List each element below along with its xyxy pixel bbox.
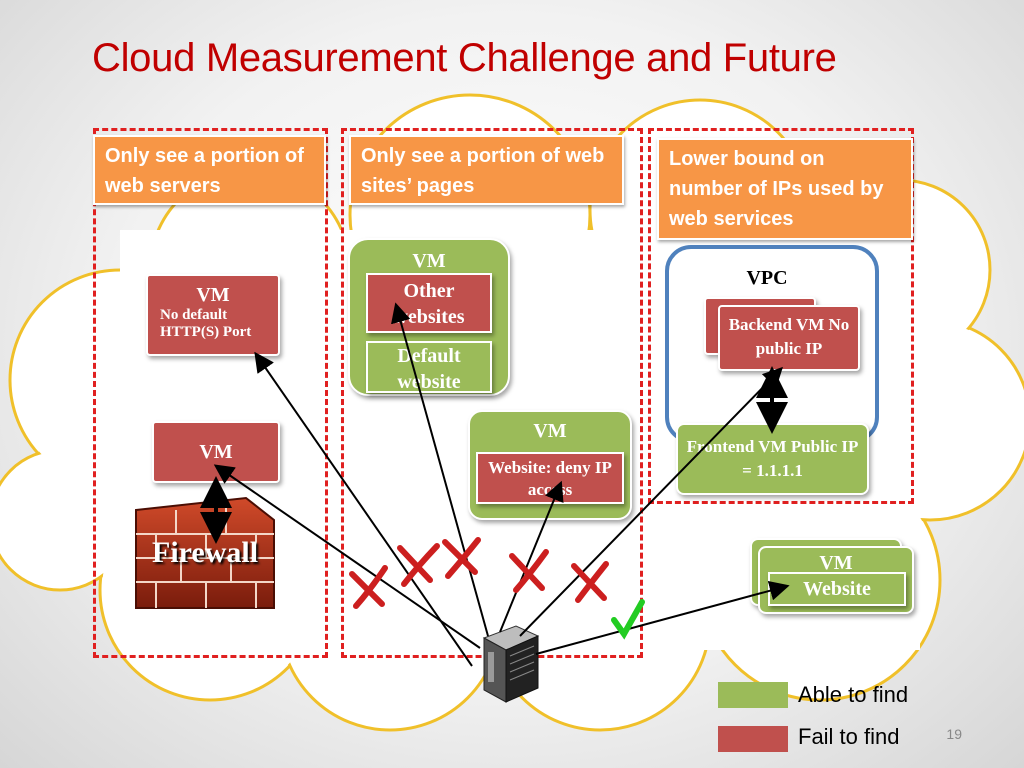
- vm-title: VM: [412, 250, 446, 272]
- vm-note-2: HTTP(S) Port: [160, 324, 252, 340]
- backend-vm: Backend VM No public IP: [718, 305, 860, 371]
- frontend-vm: Frontend VM Public IP = 1.1.1.1: [676, 423, 869, 495]
- legend-able-swatch: [718, 682, 788, 708]
- region-ip-bound: [648, 128, 914, 504]
- vm-title: VM: [533, 420, 567, 442]
- callout-web-servers: Only see a portion of web servers: [93, 135, 326, 205]
- website-label: Website: [803, 578, 871, 600]
- default-website-label: Default website: [397, 345, 461, 393]
- vm-title: VM: [199, 441, 233, 463]
- legend-fail-swatch: [718, 726, 788, 752]
- other-websites-label: Other websites: [393, 280, 465, 328]
- page-title: Cloud Measurement Challenge and Future: [92, 36, 837, 80]
- legend-fail-label: Fail to find: [798, 724, 900, 749]
- callout-ip-bound: Lower bound on number of IPs used by web…: [657, 138, 913, 240]
- vm-no-default-port: VM No default HTTP(S) Port: [146, 274, 280, 356]
- vm-behind-firewall: VM: [152, 421, 280, 483]
- backend-vm-label: Backend VM No public IP: [728, 315, 850, 358]
- other-websites-box: Other websites: [366, 273, 492, 333]
- vm-title: VM: [819, 552, 853, 574]
- legend-able-label: Able to find: [798, 682, 909, 707]
- firewall-label: Firewall: [152, 536, 259, 569]
- frontend-vm-label: Frontend VM Public IP = 1.1.1.1: [686, 437, 859, 480]
- website-box: Website: [768, 572, 906, 606]
- page-number: 19: [946, 726, 962, 742]
- vpc-title: VPC: [746, 267, 788, 289]
- deny-ip-label: Website: deny IP access: [488, 458, 612, 499]
- vm-title: VM: [196, 284, 230, 306]
- vm-note-1: No default: [160, 307, 228, 323]
- default-website-box: Default website: [366, 341, 492, 393]
- server-icon: [482, 625, 540, 703]
- deny-ip-website-box: Website: deny IP access: [476, 452, 624, 504]
- callout-web-pages: Only see a portion of web sites’ pages: [349, 135, 624, 205]
